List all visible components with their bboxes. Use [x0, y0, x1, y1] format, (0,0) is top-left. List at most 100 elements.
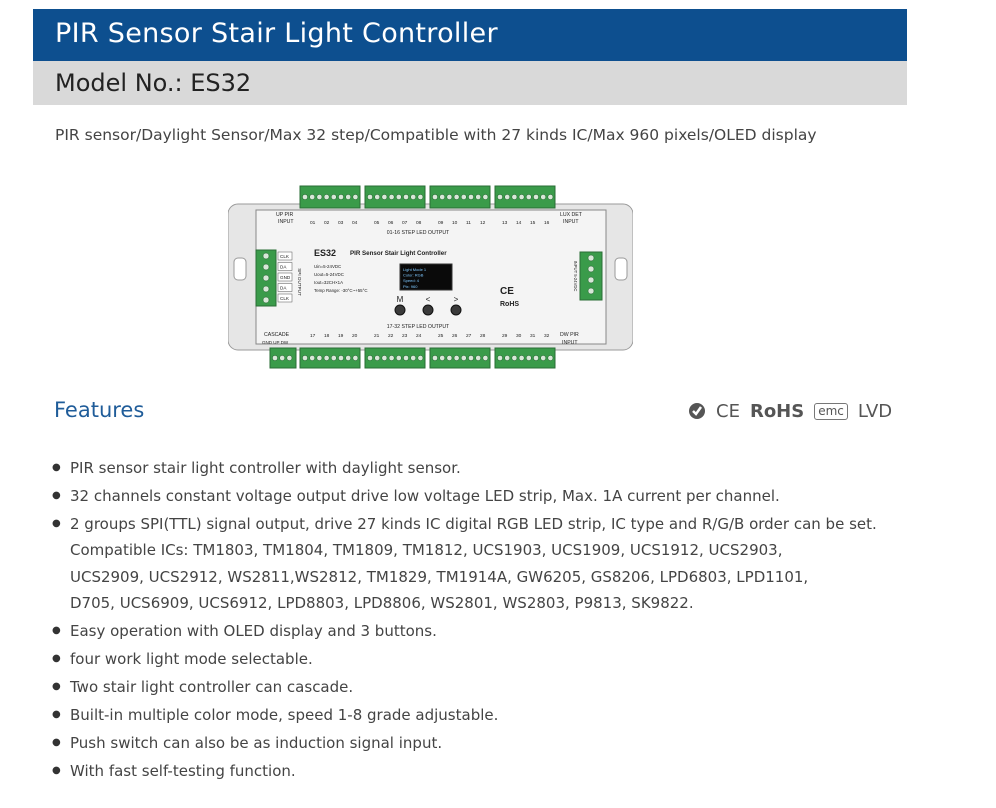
terminal-screw [262, 296, 270, 304]
terminal-screw [460, 355, 467, 361]
channel-number-bottom: 29 [502, 333, 508, 339]
channel-number-top: 06 [388, 220, 394, 226]
channel-number-bottom: 22 [388, 333, 394, 339]
terminal-block-top [494, 185, 556, 209]
terminal-block-input [579, 251, 603, 301]
feature-text: Push switch can also be as induction sig… [70, 733, 443, 752]
terminal-screw [395, 355, 402, 361]
channel-number-top: 01 [310, 220, 316, 226]
terminal-screw [547, 355, 554, 361]
channel-number-bottom: 20 [352, 333, 358, 339]
channel-number-bottom: 24 [416, 333, 422, 339]
channel-number-top: 05 [374, 220, 380, 226]
terminal-screw [403, 355, 409, 361]
terminal-screw [338, 355, 344, 361]
device-product-name: PIR Sensor Stair Light Controller [350, 250, 447, 257]
spi-pin-box [277, 251, 293, 261]
spi-pin-label: GND [280, 275, 291, 280]
terminal-screw [323, 355, 330, 361]
terminal-screw [533, 194, 539, 200]
device-button-label: M [397, 295, 404, 304]
feature-text: 2 groups SPI(TTL) signal output, drive 2… [70, 514, 877, 533]
channel-number-top: 02 [324, 220, 330, 226]
title-bar: PIR Sensor Stair Light Controller [33, 9, 907, 61]
terminal-screw [475, 355, 482, 361]
lux-det-sub: INPUT [563, 219, 579, 225]
feature-text: 32 channels constant voltage output driv… [70, 486, 780, 505]
terminal-screw [316, 194, 323, 200]
terminal-screw [468, 355, 474, 361]
spi-pin-box [277, 293, 293, 303]
device-rohs-mark: RoHS [500, 301, 519, 308]
terminal-block-bottom [494, 347, 556, 369]
terminal-screw [446, 355, 453, 361]
terminal-screw [352, 355, 359, 361]
terminal-screw [525, 355, 532, 361]
spi-pin-box [277, 283, 293, 292]
terminal-screw [453, 355, 460, 361]
bottom-output-label: 17-32 STEP LED OUTPUT [387, 324, 450, 330]
terminal-screw [417, 194, 424, 200]
terminal-block-top [429, 185, 491, 209]
emc-mark: emc [814, 402, 848, 420]
feature-item: PIR sensor stair light controller with d… [52, 455, 912, 482]
channel-number-bottom: 21 [374, 333, 380, 339]
terminal-screw [374, 355, 381, 361]
channel-number-top: 08 [416, 220, 422, 226]
terminal-screw [504, 194, 511, 200]
terminal-screw [468, 194, 474, 200]
model-bar: Model No.: ES32 [33, 61, 907, 105]
channel-number-top: 09 [438, 220, 444, 226]
channel-number-top: 04 [352, 220, 358, 226]
c-tick-icon [689, 403, 705, 419]
terminal-screw [518, 194, 525, 200]
terminal-screw [279, 355, 286, 361]
terminal-screw [497, 355, 503, 361]
channel-number-bottom: 26 [452, 333, 458, 339]
spi-pin-box [277, 262, 293, 271]
terminal-block-bottom [299, 347, 361, 369]
terminal-screw [309, 355, 316, 361]
terminal-screw [381, 355, 388, 361]
channel-number-top: 11 [466, 220, 471, 226]
terminal-screw [262, 285, 270, 293]
terminal-screw [410, 194, 417, 200]
oled-display [399, 263, 453, 291]
feature-item: 2 groups SPI(TTL) signal output, drive 2… [52, 511, 912, 617]
terminal-screw [417, 355, 424, 361]
features-list: PIR sensor stair light controller with d… [52, 455, 912, 786]
terminal-screw [330, 355, 337, 361]
terminal-screw [272, 355, 278, 361]
terminal-screw [388, 194, 395, 200]
terminal-screw [497, 194, 503, 200]
terminal-screw [286, 355, 293, 361]
dw-pir-label: DW PIR [560, 332, 579, 338]
terminal-screw [533, 355, 539, 361]
spi-pin-label: CLK [280, 296, 290, 301]
terminal-screw [475, 194, 482, 200]
terminal-block-bottom [429, 347, 491, 369]
terminal-screw [587, 265, 595, 273]
terminal-screw [345, 194, 352, 200]
terminal-screw [302, 194, 308, 200]
terminal-screw [540, 194, 547, 200]
channel-number-bottom: 31 [530, 333, 536, 339]
product-subtitle: PIR sensor/Daylight Sensor/Max 32 step/C… [55, 126, 817, 144]
terminal-screw [504, 355, 511, 361]
channel-number-top: 07 [402, 220, 408, 226]
model-number: Model No.: ES32 [55, 69, 252, 97]
terminal-screw [338, 194, 344, 200]
oled-text-line: Speed: 4 [403, 278, 420, 283]
terminal-screw [345, 355, 352, 361]
input-label: INPUT 5-24VDC [573, 261, 578, 292]
oled-text-line: Light Mode 1 [403, 267, 427, 272]
channel-number-bottom: 18 [324, 333, 330, 339]
device-spec-line: Uout=5-24VDC [314, 272, 344, 277]
feature-text: D705, UCS6909, UCS6912, LPD8803, LPD8806… [70, 594, 694, 613]
terminal-screw [395, 194, 402, 200]
device-button-label: < [426, 295, 431, 304]
terminal-screw [511, 194, 518, 200]
channel-number-top: 03 [338, 220, 344, 226]
feature-item: Two stair light controller can cascade. [52, 674, 912, 701]
terminal-screw [587, 276, 595, 284]
